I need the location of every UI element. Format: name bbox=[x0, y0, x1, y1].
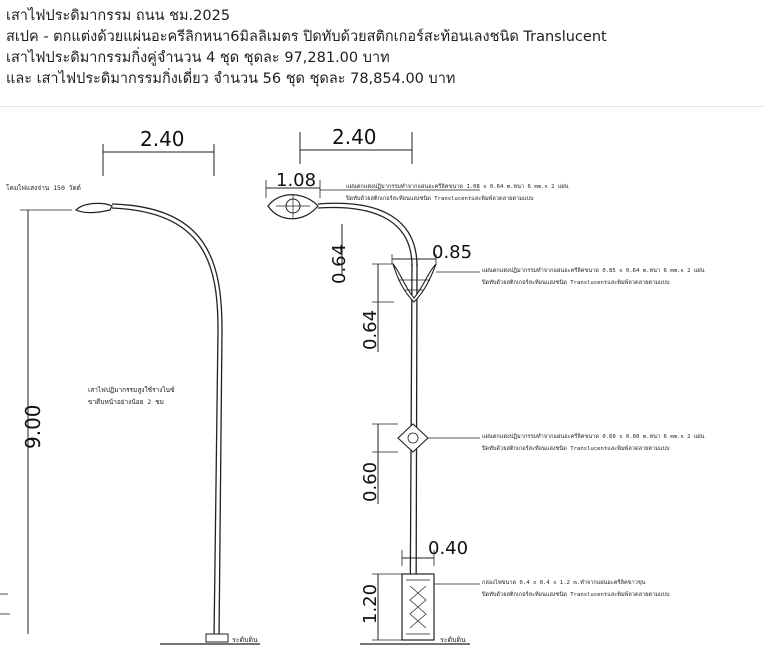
left-ground-label: ระดับดิน bbox=[232, 636, 258, 644]
note-mid-ornament-2: ปิดทับด้วยสติกเกอร์สะท้อนแสงชนิด Translu… bbox=[481, 278, 670, 286]
left-height-label: 9.00 bbox=[21, 404, 45, 449]
lower-ornament-height-label: 0.60 bbox=[360, 462, 381, 502]
base-width-label: 0.40 bbox=[428, 538, 468, 559]
note-lower-ornament-2: ปิดทับด้วยสติกเกอร์สะท้อนแสงชนิด Translu… bbox=[481, 444, 670, 452]
note-top-ornament-2: ปิดทับด้วยสติกเกอร์สะท้อนแสงชนิด Translu… bbox=[345, 194, 534, 202]
left-body-note-2: ขาดีบหน้าอย่างน้อย 2 ชม bbox=[88, 398, 164, 406]
note-mid-ornament-1: แผ่นตกแต่งปฏิมากรรมทำจากแผ่นอะครีลิคขนาด… bbox=[482, 267, 705, 274]
top-ornament-width-label: 1.08 bbox=[276, 170, 316, 191]
post-spec: สเปค - ตกแต่งด้วยแผ่นอะครีลิกหนา6มิลลิเม… bbox=[6, 29, 607, 45]
top-ornament-height-label: 0.64 bbox=[329, 244, 350, 284]
pole-drawing-svg: 2.40 9.00 โคมไฟแสงจ่าน 150 วัตต์ เสาไฟปฏ… bbox=[0, 125, 705, 645]
mid-ornament-height-label: 0.64 bbox=[360, 310, 381, 350]
left-body-note-1: เสาไฟปฏิมากรรมสูงใช้รางไนซ์ bbox=[88, 386, 175, 394]
post-double-arm-price: เสาไฟประดิมากรรมกิ่งคู่จำนวน 4 ชุด ชุดละ… bbox=[6, 50, 390, 66]
left-lamp-note: โคมไฟแสงจ่าน 150 วัตต์ bbox=[6, 184, 81, 192]
right-pole bbox=[265, 132, 480, 645]
note-lower-ornament-1: แผ่นตกแต่งปฏิมากรรมทำจากแผ่นอะครีลิคขนาด… bbox=[482, 433, 705, 440]
right-ground-label: ระดับดิน bbox=[440, 636, 466, 644]
divider bbox=[0, 106, 764, 107]
note-light-box-1: กล่องไฟขนาด 0.4 x 0.4 x 1.2 m.ทำจากแผ่นอ… bbox=[482, 579, 646, 586]
left-arm-width-label: 2.40 bbox=[140, 127, 185, 151]
note-light-box-2: ปิดทับด้วยสติกเกอร์สะท้อนแสงชนิด Translu… bbox=[481, 590, 670, 598]
mid-ornament-width-label: 0.85 bbox=[432, 242, 472, 263]
base-height-label: 1.20 bbox=[360, 584, 381, 624]
post-title: เสาไฟประดิมากรรม ถนน ชม.2025 bbox=[6, 8, 231, 24]
post-single-arm-price: และ เสาไฟประดิมากรรมกิ่งเดี่ยว จำนวน 56 … bbox=[6, 71, 456, 87]
left-pole bbox=[0, 144, 260, 645]
post-text: เสาไฟประดิมากรรม ถนน ชม.2025 สเปค - ตกแต… bbox=[6, 6, 758, 90]
engineering-drawing-image[interactable]: 2.40 9.00 โคมไฟแสงจ่าน 150 วัตต์ เสาไฟปฏ… bbox=[0, 114, 764, 660]
note-top-ornament-1: แผ่นตกแต่งปฏิมากรรมทำจากแผ่นอะครีลิคขนาด… bbox=[346, 183, 569, 190]
right-arm-width-label: 2.40 bbox=[332, 125, 377, 149]
